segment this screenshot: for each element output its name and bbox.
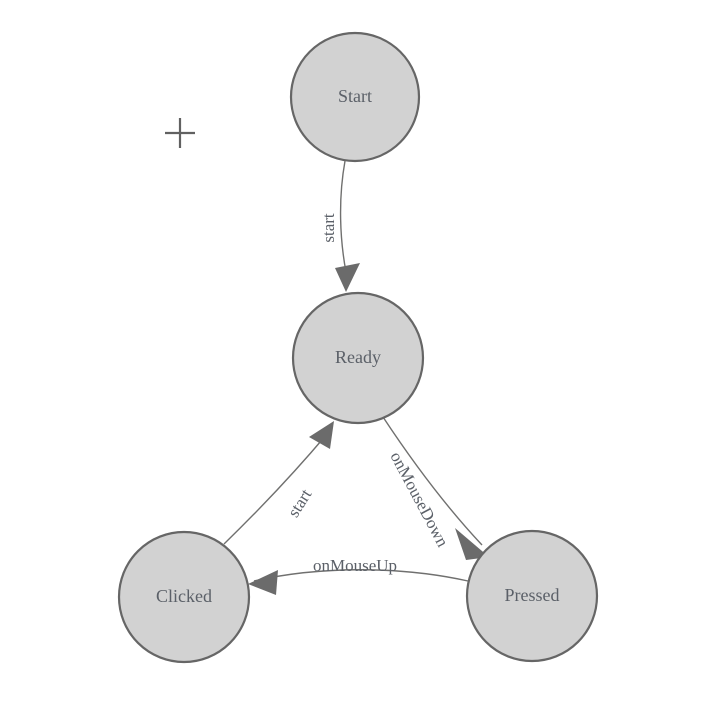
node-start[interactable]: Start (289, 31, 421, 163)
edge-label-clicked-to-ready: start (284, 485, 316, 520)
edge-label-pressed-to-clicked: onMouseUp (313, 556, 397, 575)
edge-path-start-to-ready (339, 160, 347, 273)
arrowhead-into-pressed (455, 528, 489, 560)
crosshair-icon (165, 118, 195, 148)
edge-pressed-to-clicked[interactable]: onMouseUp (248, 556, 469, 595)
node-ready-circle[interactable] (291, 291, 425, 425)
edge-ready-to-pressed[interactable]: onMouseDown (382, 416, 489, 560)
node-start-label: Start (338, 86, 372, 106)
edge-start-to-ready[interactable]: start (319, 160, 360, 292)
edge-path-pressed-to-clicked (253, 569, 469, 582)
node-clicked-label: Clicked (156, 586, 212, 606)
node-pressed-label: Pressed (505, 585, 560, 605)
arrowhead-into-ready-from-start (335, 263, 360, 292)
arrowhead-into-clicked (248, 570, 278, 595)
node-clicked[interactable]: Clicked (117, 530, 251, 664)
edge-path-ready-to-pressed (382, 416, 483, 546)
node-start-circle[interactable] (289, 31, 421, 163)
node-pressed[interactable]: Pressed (465, 529, 599, 663)
node-ready[interactable]: Ready (291, 291, 425, 425)
edge-clicked-to-ready[interactable]: start (223, 421, 334, 545)
node-clicked-circle[interactable] (117, 530, 251, 664)
node-pressed-circle[interactable] (465, 529, 599, 663)
node-ready-label: Ready (335, 347, 381, 367)
arrowhead-into-ready-from-clicked (309, 421, 334, 449)
edge-path-clicked-to-ready (223, 433, 328, 545)
edge-label-start-to-ready: start (319, 213, 338, 243)
